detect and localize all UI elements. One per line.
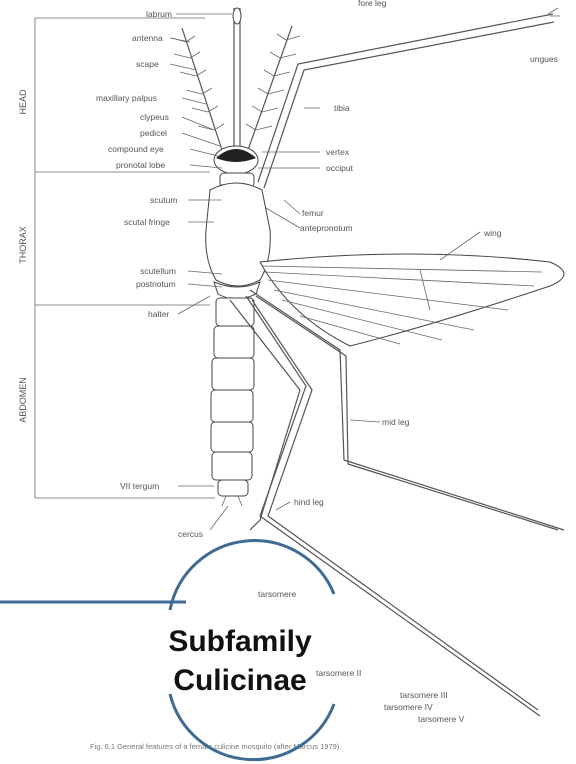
label-scape: scape — [136, 59, 159, 69]
label-clypeus: clypeus — [140, 112, 169, 122]
label-tarsomere: tarsomere — [258, 589, 297, 599]
fore-leg-drawing — [258, 8, 560, 188]
proboscis-drawing — [233, 8, 241, 150]
label-tarsomere-iii: tarsomere III — [400, 690, 448, 700]
overlay-title-line2: Culicinae — [173, 664, 306, 697]
label-mid-leg: mid leg — [382, 417, 410, 427]
label-femur: femur — [302, 208, 324, 218]
label-pedicel: pedicel — [140, 128, 167, 138]
label-halter: halter — [148, 309, 169, 319]
label-compound-eye: compound eye — [108, 144, 164, 154]
label-hind-leg: hind leg — [294, 497, 324, 507]
label-antepronotum: antepronotum — [300, 223, 352, 233]
thorax-drawing — [206, 173, 271, 299]
label-ungues: ungues — [530, 54, 558, 64]
label-maxillary-palpus: maxillary palpus — [96, 93, 157, 103]
label-tarsomere-v: tarsomere V — [418, 714, 465, 724]
label-tergum: VII tergum — [120, 481, 159, 491]
label-cercus: cercus — [178, 529, 203, 539]
label-pronotal-lobe: pronotal lobe — [116, 160, 165, 170]
antenna-right-drawing — [246, 26, 300, 150]
label-occiput: occiput — [326, 163, 354, 173]
abdomen-drawing — [211, 298, 254, 506]
label-tarsomere-ii: tarsomere II — [316, 668, 361, 678]
antenna-left-drawing — [172, 28, 224, 150]
title-overlay: Subfamily Culicinae — [0, 541, 334, 760]
label-tarsomere-iv: tarsomere IV — [384, 702, 433, 712]
label-vertex: vertex — [326, 147, 350, 157]
region-thorax-label: THORAX — [18, 226, 28, 264]
region-abdomen-label: ABDOMEN — [18, 377, 28, 423]
region-head-label: HEAD — [18, 89, 28, 115]
label-postnotum: postnotum — [136, 279, 176, 289]
label-scutellum: scutellum — [140, 266, 176, 276]
overlay-title-line1: Subfamily — [168, 625, 312, 658]
region-bracket — [35, 18, 215, 498]
label-wing: wing — [483, 228, 502, 238]
label-labrum: labrum — [146, 9, 172, 19]
label-antenna: antenna — [132, 33, 163, 43]
label-scutal-fringe: scutal fringe — [124, 217, 170, 227]
label-fore-leg: fore leg — [358, 0, 387, 8]
wing-drawing — [260, 254, 564, 346]
label-scutum: scutum — [150, 195, 177, 205]
head-drawing — [214, 146, 258, 174]
label-tibia: tibia — [334, 103, 350, 113]
